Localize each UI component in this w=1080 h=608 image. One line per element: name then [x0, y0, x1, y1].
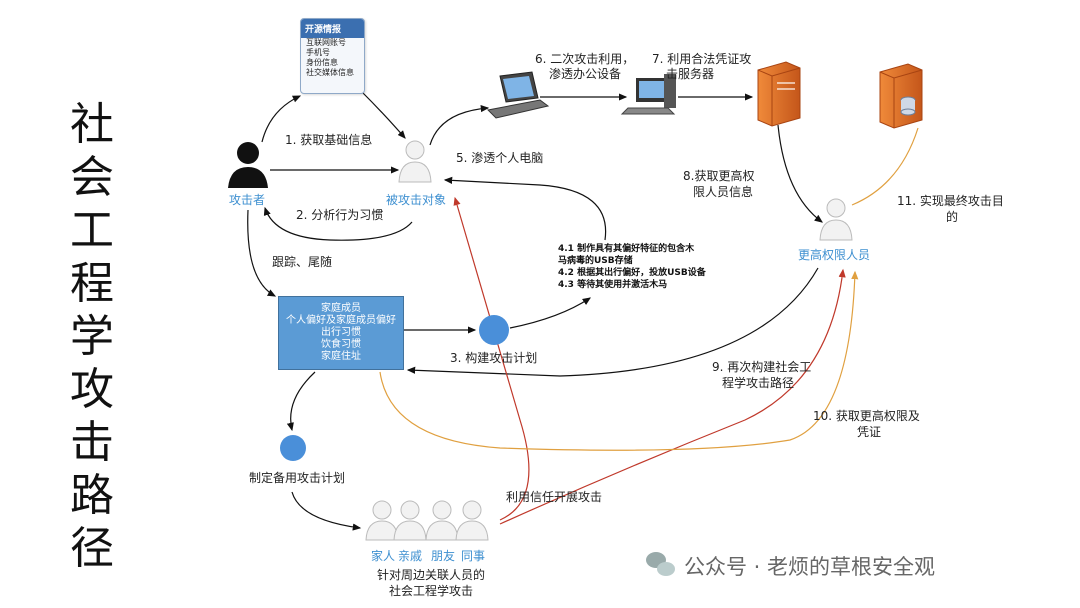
step-5-label: 5. 渗透个人电脑: [456, 151, 544, 165]
family-info-line: 出行习惯: [321, 327, 361, 338]
edge-osint-target: [361, 91, 406, 139]
edge-family-backup: [286, 371, 316, 432]
target-label: 被攻击对象: [386, 193, 447, 207]
step-10-line: 凭证: [857, 425, 882, 439]
edge-server-priv: [777, 124, 823, 223]
server-icon: [757, 61, 801, 127]
osint-item: 互联网账号: [306, 38, 346, 47]
step-11-label: 11. 实现最终攻击目 的: [897, 193, 1004, 225]
step-4-line: 4.2 根据其出行偏好，投放USB设备: [558, 268, 706, 278]
osint-item: 手机号: [306, 48, 330, 57]
relations-icons: [365, 500, 489, 541]
family-info-line: 饮食习惯: [321, 339, 361, 350]
edge-backup-relations: [291, 491, 362, 531]
step-9-label: 9. 再次构建社会工 程学攻击路径: [712, 359, 811, 391]
title-char: 会: [70, 152, 114, 203]
family-info-line: 家庭成员: [321, 303, 361, 314]
step-11-line: 11. 实现最终攻击目: [897, 194, 1004, 208]
edge-attacker-family: [247, 209, 277, 297]
title-char: 径: [70, 523, 114, 574]
attacker-icon: [228, 142, 268, 188]
edge-target-laptop: [429, 105, 490, 146]
edge-relations-target-red: [453, 196, 530, 521]
title-char: 攻: [70, 364, 114, 415]
step-2-label: 2. 分析行为习惯: [296, 208, 384, 222]
step-4-line: 马病毒的USB存储: [558, 256, 633, 266]
osint-header: 开源情报: [301, 19, 364, 38]
laptop-icon: [486, 71, 550, 119]
database-server-icon: [879, 63, 923, 129]
edge-priv-family: [406, 267, 819, 377]
step-8-line: 限人员信息: [693, 185, 754, 199]
target-icon: [398, 140, 432, 183]
edge-target-attacker: [263, 206, 413, 241]
step-1-label: 1. 获取基础信息: [285, 133, 373, 147]
step-4-line: 4.1 制作具有其偏好特征的包含木: [558, 244, 695, 254]
relation-friends: 朋友: [431, 549, 456, 563]
osint-item: 社交媒体信息: [306, 68, 354, 77]
backup-plan-node: [280, 435, 306, 461]
step-4-line: 4.3 等待其使用并激活木马: [558, 280, 668, 290]
step-7-line: 击服务器: [666, 67, 715, 81]
family-info-line: 家庭住址: [321, 351, 361, 362]
osint-item: 身份信息: [306, 58, 338, 67]
osint-card: 开源情报 互联网账号 手机号 身份信息 社交媒体信息: [300, 18, 365, 94]
relation-colleagues: 同事: [461, 549, 486, 563]
step-7-line: 7. 利用合法凭证攻: [652, 52, 752, 66]
edge-priv-server2-orange: [851, 127, 919, 206]
follow-label: 跟踪、尾随: [272, 255, 333, 269]
relation-relatives: 亲戚: [398, 549, 423, 563]
step-11-line: 的: [946, 210, 959, 224]
edge-attacker-osint: [261, 95, 302, 143]
attack-plan-node: [479, 315, 509, 345]
relations-caption-line: 针对周边关联人员的: [376, 568, 485, 582]
title-char: 工: [70, 205, 114, 256]
step-10-label: 10. 获取更高权限及 凭证: [813, 408, 920, 440]
relations-caption-line: 社会工程学攻击: [388, 584, 473, 598]
desktop-pc-icon: [620, 74, 676, 115]
relations-caption: 针对周边关联人员的 社会工程学攻击: [369, 567, 493, 599]
step-6-line: 渗透办公设备: [549, 67, 622, 81]
edge-usb-target: [443, 176, 607, 241]
edge-relations-priv-red: [499, 268, 846, 525]
wechat-icon: [646, 552, 675, 576]
step-8-line: 8.获取更高权: [683, 169, 755, 183]
trust-attack-label: 利用信任开展攻击: [506, 490, 603, 504]
title-char: 社: [70, 99, 114, 150]
attacker-label: 攻击者: [229, 193, 266, 207]
watermark: 公众号 · 老烦的草根安全观: [684, 555, 936, 579]
step-10-line: 10. 获取更高权限及: [813, 409, 920, 423]
step-6-label: 6. 二次攻击利用， 渗透办公设备: [535, 52, 634, 82]
relation-family: 家人: [371, 549, 396, 563]
edge-family-priv-orange: [379, 270, 859, 451]
step-6-line: 6. 二次攻击利用，: [535, 52, 635, 66]
title-char: 程: [70, 258, 114, 309]
family-info-line: 个人偏好及家庭成员偏好: [286, 315, 396, 326]
step-3-label: 3. 构建攻击计划: [450, 351, 538, 365]
title-char: 学: [70, 311, 114, 362]
privileged-user-icon: [819, 198, 853, 241]
family-info-box: 家庭成员 个人偏好及家庭成员偏好 出行习惯 饮食习惯 家庭住址: [278, 296, 404, 370]
backup-plan-label: 制定备用攻击计划: [249, 471, 346, 485]
step-7-label: 7. 利用合法凭证攻 击服务器: [652, 52, 751, 82]
step-4-block: 4.1 制作具有其偏好特征的包含木 马病毒的USB存储 4.2 根据其出行偏好，…: [558, 243, 706, 291]
edge-plan-usb: [509, 297, 591, 329]
step-9-line: 9. 再次构建社会工: [712, 360, 812, 374]
title-char: 击: [70, 417, 114, 468]
privileged-user-label: 更高权限人员: [798, 248, 871, 262]
title-char: 路: [70, 470, 114, 521]
step-8-label: 8.获取更高权 限人员信息: [683, 168, 754, 200]
step-9-line: 程学攻击路径: [722, 376, 795, 390]
vertical-title: 社 会 工 程 学 攻 击 路 径: [62, 98, 122, 575]
